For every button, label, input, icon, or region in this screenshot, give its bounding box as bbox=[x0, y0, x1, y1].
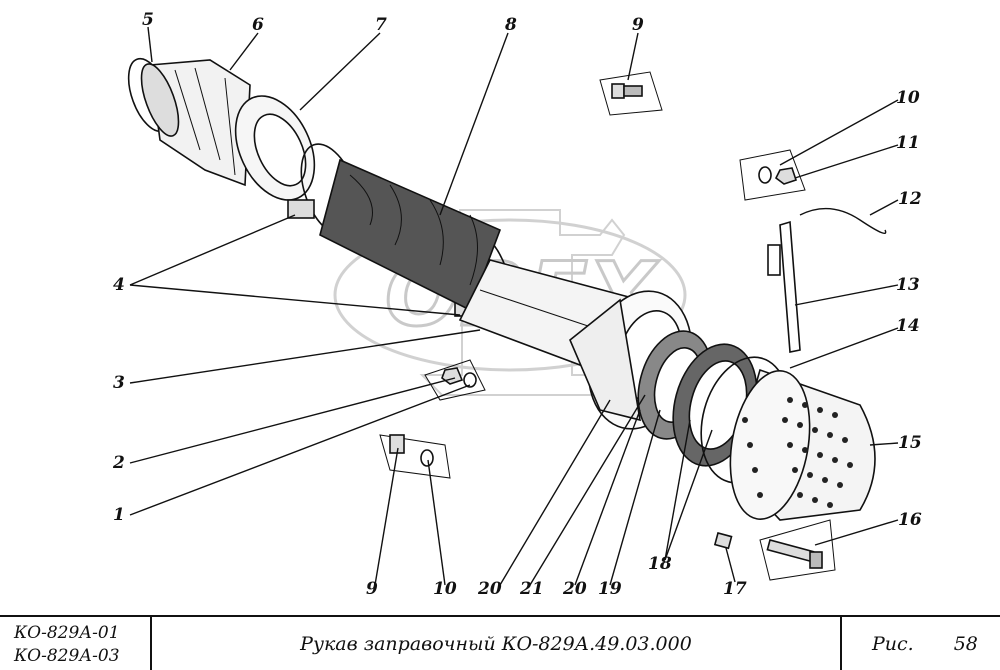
callout-12: 12 bbox=[898, 189, 922, 209]
callout-6: 6 bbox=[252, 15, 264, 35]
nut-washer-set-top bbox=[739, 149, 806, 201]
exploded-assembly-drawing: OREX bbox=[112, 10, 922, 599]
callout-labels: 5 6 7 8 9 10 11 12 13 14 15 16 4 3 2 1 9… bbox=[112, 10, 922, 599]
callout-19: 19 bbox=[598, 579, 622, 599]
callout-7: 7 bbox=[375, 15, 387, 35]
bolt-set-9-top bbox=[599, 71, 663, 116]
wire-part bbox=[799, 207, 887, 234]
callout-20-right: 20 bbox=[562, 579, 587, 599]
model-line-1: КО-829А-01 bbox=[14, 623, 120, 643]
figure-cell: Рис. 58 bbox=[842, 617, 1000, 670]
model-numbers: КО-829А-01 КО-829А-03 bbox=[0, 617, 152, 670]
callout-1: 1 bbox=[113, 505, 125, 525]
hose-clamp-left bbox=[287, 143, 360, 237]
strap-part bbox=[767, 220, 801, 353]
figure-label: Рис. bbox=[872, 632, 914, 655]
leader-lines bbox=[129, 26, 899, 586]
callout-13: 13 bbox=[896, 275, 920, 295]
callout-18: 18 bbox=[648, 554, 672, 574]
drawing-title-cell: Рукав заправочный КО-829А.49.03.000 bbox=[152, 617, 842, 670]
callout-15: 15 bbox=[898, 433, 922, 453]
callout-20-left: 20 bbox=[477, 579, 502, 599]
callout-3: 3 bbox=[113, 373, 125, 393]
strainer-holes bbox=[742, 397, 853, 508]
callout-2: 2 bbox=[112, 453, 125, 473]
callout-11: 11 bbox=[896, 133, 920, 153]
callout-17: 17 bbox=[723, 579, 747, 599]
callout-21: 21 bbox=[519, 579, 544, 599]
bolt-set-9-bottom bbox=[379, 434, 451, 479]
nut-washer-set-2 bbox=[424, 359, 486, 401]
callout-9-bottom: 9 bbox=[366, 579, 378, 599]
title-block: КО-829А-01 КО-829А-03 Рукав заправочный … bbox=[0, 615, 1000, 670]
callout-4: 4 bbox=[113, 275, 125, 295]
pin-17 bbox=[713, 532, 733, 550]
drawing-title: Рукав заправочный КО-829А.49.03.000 bbox=[300, 632, 692, 655]
bolt-16 bbox=[759, 519, 836, 581]
strainer-part bbox=[729, 368, 876, 521]
callout-14: 14 bbox=[896, 316, 920, 336]
callout-9-top: 9 bbox=[632, 15, 644, 35]
callout-16: 16 bbox=[898, 510, 922, 530]
callout-10-bottom: 10 bbox=[433, 579, 457, 599]
model-line-2: КО-829А-03 bbox=[14, 646, 120, 666]
figure-number: 58 bbox=[953, 632, 978, 655]
callout-10-right: 10 bbox=[896, 88, 920, 108]
callout-8: 8 bbox=[504, 15, 517, 35]
coupling-nipple-part bbox=[140, 59, 251, 187]
flat-ring-part bbox=[234, 95, 316, 201]
callout-5: 5 bbox=[142, 10, 154, 30]
